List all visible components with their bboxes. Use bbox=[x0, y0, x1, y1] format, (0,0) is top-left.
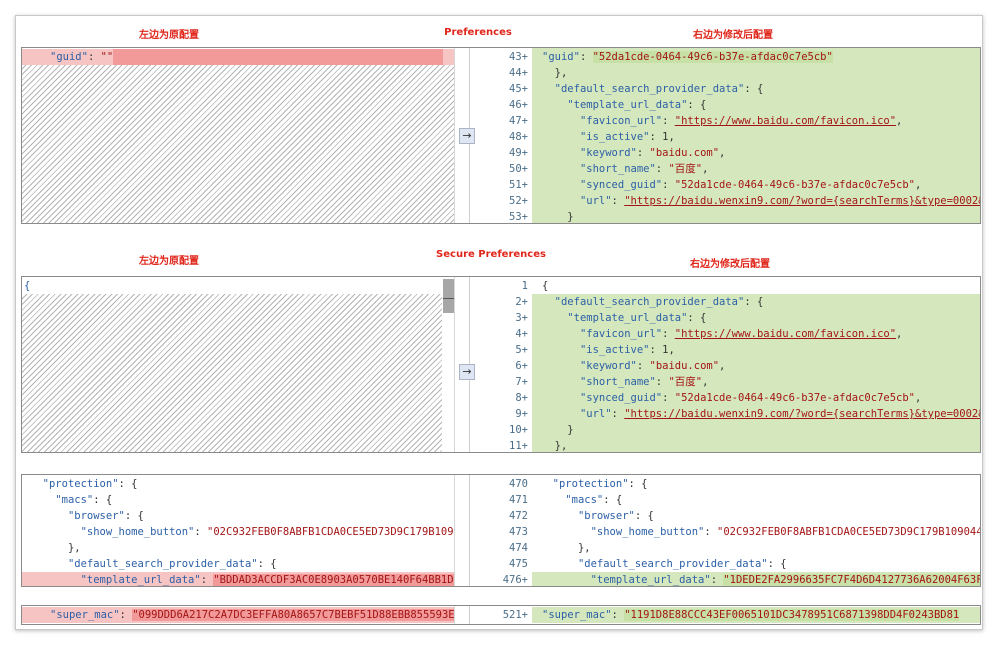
annotation-right-modified: 右边为修改后配置 bbox=[693, 30, 773, 41]
line-number: 475 bbox=[509, 558, 528, 570]
code-line: { bbox=[542, 280, 549, 292]
line-number: 43+ bbox=[509, 51, 528, 63]
left-super-mac-line: "super_mac": "099DDD6A217C2A7DC3EFFA80A8… bbox=[22, 607, 454, 623]
code-line: "keyword": "baidu.com", bbox=[532, 358, 980, 374]
line-number: 49+ bbox=[509, 147, 528, 159]
line-number: 476+ bbox=[502, 574, 528, 586]
line-number: 4+ bbox=[515, 328, 528, 340]
line-number: 472 bbox=[509, 510, 528, 522]
left-empty-hatch bbox=[22, 64, 454, 223]
code-line: "browser": { bbox=[67, 510, 144, 522]
code-line: "macs": { bbox=[565, 494, 623, 506]
line-number: 473 bbox=[509, 526, 528, 538]
code-line: "default_search_provider_data": { bbox=[532, 294, 980, 310]
code-line: "favicon_url": "https://www.baidu.com/fa… bbox=[579, 115, 903, 127]
code-line: }, bbox=[554, 67, 568, 79]
code-line: }, bbox=[577, 542, 591, 554]
annotation-preferences-title: Preferences bbox=[444, 27, 512, 38]
left-guid-line: "guid": "" bbox=[22, 49, 454, 65]
annotation-secure-preferences-title: Secure Preferences bbox=[436, 249, 546, 260]
line-number: 44+ bbox=[509, 67, 528, 79]
code-line: "default_search_provider_data": { bbox=[67, 558, 277, 570]
code-line: "template_url_data": "BDDAD3ACCDF3AC0E89… bbox=[22, 572, 454, 586]
code-line: "show_home_button": "02C932FEB0F8ABFB1CD… bbox=[590, 526, 981, 538]
super-mac-diff-panel: "super_mac": "099DDD6A217C2A7DC3EFFA80A8… bbox=[21, 605, 981, 625]
line-number: 52+ bbox=[509, 195, 528, 207]
line-number: 8+ bbox=[515, 392, 528, 404]
code-line: "template_url_data": { bbox=[567, 99, 707, 111]
code-line: } bbox=[567, 211, 574, 223]
line-number: 521+ bbox=[502, 609, 528, 621]
copy-left-to-right-button-2[interactable]: → bbox=[459, 364, 475, 380]
code-line: "short_name": "百度", bbox=[532, 374, 980, 390]
right-protection-block: "protection": { "macs": { "browser": { "… bbox=[532, 475, 981, 586]
code-line: "synced_guid": "52da1cde-0464-49c6-b37e-… bbox=[532, 390, 980, 406]
protection-macs-diff-panel: "protection": { "macs": { "browser": { "… bbox=[21, 474, 981, 587]
code-line: "protection": { bbox=[552, 478, 648, 490]
code-line: "default_search_provider_data": { bbox=[554, 83, 764, 95]
code-line: "is_active": 1, bbox=[532, 342, 980, 358]
code-line: "template_url_data": { bbox=[532, 310, 980, 326]
copy-left-to-right-button[interactable]: → bbox=[459, 128, 475, 144]
right-line-numbers-3: 470 471 472 473 474 475 476+ bbox=[480, 475, 532, 586]
code-line: }, bbox=[532, 438, 980, 452]
right-added-block-2: { "default_search_provider_data": { "tem… bbox=[532, 277, 980, 452]
left-protection-block: "protection": { "macs": { "browser": { "… bbox=[22, 475, 454, 586]
code-line: "macs": { bbox=[55, 494, 113, 506]
annotation-left-original: 左边为原配置 bbox=[139, 30, 199, 41]
code-line: "protection": { bbox=[42, 478, 138, 490]
left-scrollbar-thumb[interactable] bbox=[443, 279, 454, 313]
line-number: 46+ bbox=[509, 99, 528, 111]
code-line: "favicon_url": "https://www.baidu.com/fa… bbox=[532, 326, 980, 342]
annotation-left-original-2: 左边为原配置 bbox=[139, 256, 199, 267]
right-added-block: "guid": "52da1cde-0464-49c6-b37e-afdac0c… bbox=[532, 48, 981, 223]
line-number: 2+ bbox=[515, 296, 528, 308]
annotation-right-modified-2: 右边为修改后配置 bbox=[690, 259, 770, 270]
line-number: 3+ bbox=[515, 312, 528, 324]
line-number: 50+ bbox=[509, 163, 528, 175]
code-line: "browser": { bbox=[577, 510, 654, 522]
code-line: "is_active": 1, bbox=[579, 131, 675, 143]
code-line: "synced_guid": "52da1cde-0464-49c6-b37e-… bbox=[579, 179, 922, 191]
code-line: "url": "https://baidu.wenxin9.com/?word=… bbox=[532, 406, 980, 422]
line-number: 7+ bbox=[515, 376, 528, 388]
code-line: } bbox=[532, 422, 980, 438]
line-number: 48+ bbox=[509, 131, 528, 143]
code-line: "default_search_provider_data": { bbox=[577, 558, 787, 570]
code-line: "short_name": "百度", bbox=[579, 163, 709, 175]
line-number: 11+ bbox=[509, 440, 528, 452]
right-line-numbers: 43+ 44+ 45+ 46+ 47+ 48+ 49+ 50+ 51+ 52+ 53+ bbox=[480, 48, 532, 223]
line-number: 474 bbox=[509, 542, 528, 554]
line-number: 5+ bbox=[515, 344, 528, 356]
code-line: "guid": "52da1cde-0464-49c6-b37e-afdac0c… bbox=[542, 51, 833, 63]
code-line: }, bbox=[67, 542, 81, 554]
left-empty-hatch-2 bbox=[22, 294, 442, 452]
preferences-diff-panel: "guid": "" → 43+ 44+ 45+ 46+ 47+ 48+ 49+ 50+ 51+… bbox=[21, 47, 981, 224]
line-number: 51+ bbox=[509, 179, 528, 191]
line-number: 471 bbox=[509, 494, 528, 506]
line-number: 45+ bbox=[509, 83, 528, 95]
line-number: 6+ bbox=[515, 360, 528, 372]
code-line: "keyword": "baidu.com", bbox=[579, 147, 726, 159]
right-super-mac-line: "super_mac": "1191D8E88CCC43EF0065101DC3… bbox=[532, 607, 980, 623]
line-number: 470 bbox=[509, 478, 528, 490]
line-number: 47+ bbox=[509, 115, 528, 127]
line-number: 1 bbox=[521, 280, 528, 292]
line-number: 10+ bbox=[509, 424, 528, 436]
left-open-brace: { bbox=[24, 280, 31, 292]
line-number: 9+ bbox=[515, 408, 528, 420]
code-line: "show_home_button": "02C932FEB0F8ABFB1CD… bbox=[80, 526, 454, 538]
code-line: "url": "https://baidu.wenxin9.com/?word=… bbox=[579, 195, 981, 207]
line-number: 53+ bbox=[509, 211, 528, 223]
secure-preferences-diff-panel: { → 1 2+ 3+ 4+ 5+ 6+ 7+ 8+ 9+ 10+ 11+ { "default_s… bbox=[21, 276, 981, 453]
code-line: "template_url_data": "1DEDE2FA2996635FC7… bbox=[532, 572, 980, 586]
right-line-numbers-2: 1 2+ 3+ 4+ 5+ 6+ 7+ 8+ 9+ 10+ 11+ bbox=[480, 277, 532, 452]
